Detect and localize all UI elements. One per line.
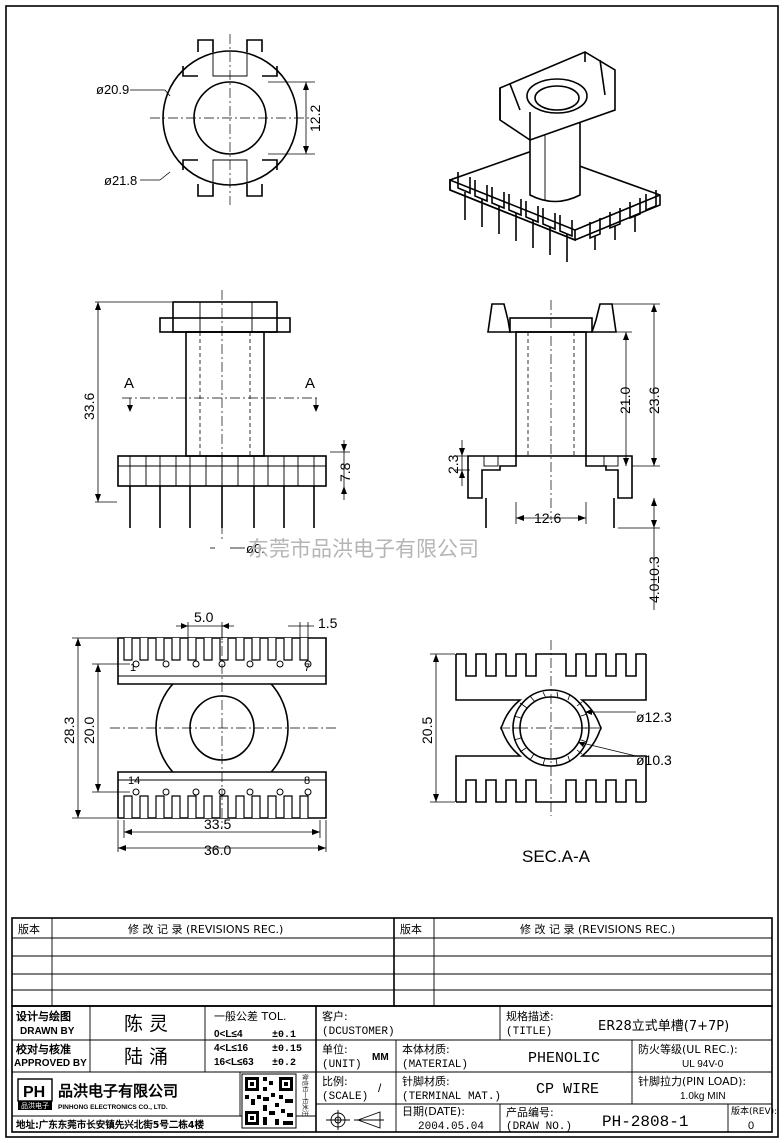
title-cn: 规格描述: [506,1009,554,1023]
customer-cn: 客户: [322,1009,348,1023]
pinload-value: 1.0kg MIN [680,1091,726,1102]
drawn-by-en: DRAWN BY [20,1026,75,1037]
isometric-view [449,51,661,262]
section-view [430,640,647,816]
top-view [130,34,315,205]
title-block-grid [11,1005,773,1133]
dim-section-d-outer: ø12.3 [636,709,672,725]
pin-label-1: 1 [130,662,136,674]
pin-label-7: 7 [304,662,310,674]
bottom-view [72,622,338,852]
tol-value-1: ±0.1 [272,1030,296,1041]
dim-bottom-pitch: 5.0 [194,609,214,625]
scale-value: / [378,1081,382,1095]
material-cn: 本体材质: [402,1042,450,1056]
watermark: 东莞市品洪电子有限公司 [248,537,479,561]
dim-front-base-height: 7.8 [337,462,353,482]
tol-value-3: ±0.2 [272,1058,296,1069]
dim-section-height: 20.5 [419,717,435,744]
company-logo [17,1078,53,1110]
dim-top-d-flange: ø21.8 [104,173,137,188]
dim-top-height: 12.2 [307,105,323,132]
drawn-by-name: 陈 灵 [124,1013,168,1035]
dim-right-pin-len: 4.0±0.3 [646,556,662,603]
company-address: 地址:广东东莞市长安镇先兴北街5号二栋4楼 [16,1119,205,1131]
material-value: PHENOLIC [528,1050,600,1067]
tol-range-2: 4<L≤16 [214,1043,249,1054]
dim-front-height-total: 33.6 [81,393,97,420]
scale-cn: 比例: [322,1074,348,1088]
drawno-cn: 产品编号: [506,1105,554,1119]
drawn-by-cn: 设计与绘图 [16,1009,71,1023]
dim-section-d-inner: ø10.3 [636,752,672,768]
rev-value: 0 [748,1120,754,1132]
dim-bottom-pin-w: 1.5 [318,615,338,631]
right-side-view [455,300,660,610]
title-value: ER28立式单槽(7+7P) [598,1019,729,1034]
terminal-en: (TERMINAL MAT.) [402,1091,501,1103]
logo-text: PH [23,1084,45,1101]
ul-cn: 防火等级(UL REC.): [638,1042,738,1056]
date-cn: 日期(DATE): [402,1105,465,1118]
customer-en: (DCUSTOMER) [322,1026,395,1038]
company-en: PINHONG ELECTRONICS CO., LTD. [58,1104,168,1111]
terminal-value: CP WIRE [536,1081,599,1098]
dim-bottom-w-total: 36.0 [204,842,231,858]
tol-range-1: 0<L≤4 [214,1029,243,1040]
section-mark-left: A [124,375,134,392]
unit-cn: 单位: [322,1042,348,1056]
approved-by-en: APPROVED BY [14,1058,87,1069]
approved-by-cn: 校对与核准 [16,1042,71,1056]
rev-col-version-2: 版本 [400,922,422,936]
unit-en: (UNIT) [322,1059,362,1071]
tol-range-3: 16<L≤63 [214,1057,254,1068]
section-mark-right: A [305,375,315,392]
title-en: (TITLE) [506,1026,552,1038]
ul-value: UL 94V-0 [682,1059,724,1070]
company-cn: 品洪电子有限公司 [58,1082,178,1100]
logo-sub: 品洪电子 [21,1101,49,1110]
dim-bottom-h-total: 28.3 [61,717,77,744]
rev-col-record-2: 修 改 记 录 (REVISIONS REC.) [520,922,675,936]
qr-code [241,1073,297,1129]
dim-top-d-outer: ø20.9 [96,82,129,97]
terminal-cn: 针脚材质: [402,1074,450,1088]
dim-bottom-h-inner: 20.0 [81,717,97,744]
dim-right-h-total: 23.6 [646,387,662,414]
sheet-border [5,5,779,1138]
dim-bottom-w-inner: 33.5 [204,816,231,832]
projection-symbol [326,1110,384,1130]
drawno-value: PH-2808-1 [602,1113,688,1131]
pin-label-8: 8 [304,775,310,787]
rev-cn: 版本(REV): [731,1105,777,1117]
dim-right-h-inner: 21.0 [617,387,633,414]
tol-title: 一般公差 TOL. [214,1009,287,1023]
unit-value: MM [372,1052,389,1063]
rev-col-record: 修 改 记 录 (REVISIONS REC.) [128,922,283,936]
pin-label-14: 14 [128,775,140,787]
section-caption: SEC.A-A [522,847,591,866]
material-en: (MATERIAL) [402,1059,468,1071]
pinload-cn: 针脚拉力(PIN LOAD): [638,1074,746,1088]
rev-col-version: 版本 [18,922,40,936]
qr-caption: 微信扫一扫关注 [301,1074,309,1116]
scale-en: (SCALE) [322,1091,368,1103]
dim-front-pin-dia: ø0. [246,541,265,556]
front-side-view [95,290,350,549]
date-value: 2004.05.04 [418,1121,484,1133]
drawno-en: (DRAW NO.) [506,1121,572,1133]
tol-value-2: ±0.15 [272,1044,302,1055]
approved-by-name: 陆 涌 [124,1046,168,1068]
dim-right-width: 12.6 [534,510,561,526]
dim-right-h-base: 2.3 [445,454,461,474]
